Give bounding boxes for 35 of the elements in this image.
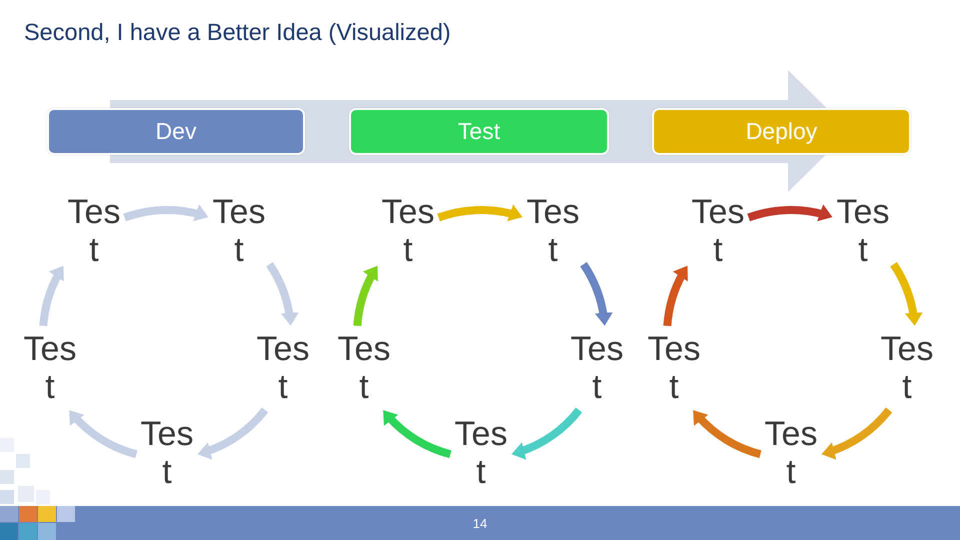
phase-box: Deploy xyxy=(652,108,911,155)
page-number: 14 xyxy=(472,516,488,532)
step-text: Tes t xyxy=(692,193,744,269)
curved-arrow xyxy=(196,407,268,459)
curved-arrow xyxy=(380,407,452,458)
curved-arrow xyxy=(123,204,210,222)
curved-arrow xyxy=(510,407,582,459)
step-text: Tes t xyxy=(570,330,624,406)
step-text: Tes t xyxy=(212,193,266,269)
step-text: Tes t xyxy=(24,330,76,406)
curved-arrow xyxy=(663,264,691,326)
curved-arrow xyxy=(266,262,298,326)
phase-box: Test xyxy=(349,108,609,155)
curved-arrow xyxy=(890,262,922,326)
slide-title: Second, I have a Better Idea (Visualized) xyxy=(24,18,451,46)
step-text: Tes t xyxy=(382,193,434,269)
step-text: Tes t xyxy=(338,330,390,406)
step-text: Tes t xyxy=(454,415,508,491)
step-text: Tes t xyxy=(68,193,120,269)
curved-arrow xyxy=(39,264,67,326)
step-text: Tes t xyxy=(256,330,310,406)
step-text: Tes t xyxy=(648,330,700,406)
curved-arrow xyxy=(580,262,612,326)
curved-arrow xyxy=(66,407,138,458)
curved-arrow xyxy=(690,407,762,458)
step-text: Tes t xyxy=(836,193,890,269)
curved-arrow xyxy=(747,204,834,222)
curved-arrow xyxy=(437,204,524,222)
curved-arrow xyxy=(353,264,381,326)
step-text: Tes t xyxy=(880,330,934,406)
step-text: Tes t xyxy=(140,415,194,491)
step-text: Tes t xyxy=(526,193,580,269)
curved-arrow xyxy=(820,407,892,459)
phase-box: Dev xyxy=(47,108,305,155)
step-text: Tes t xyxy=(764,415,818,491)
